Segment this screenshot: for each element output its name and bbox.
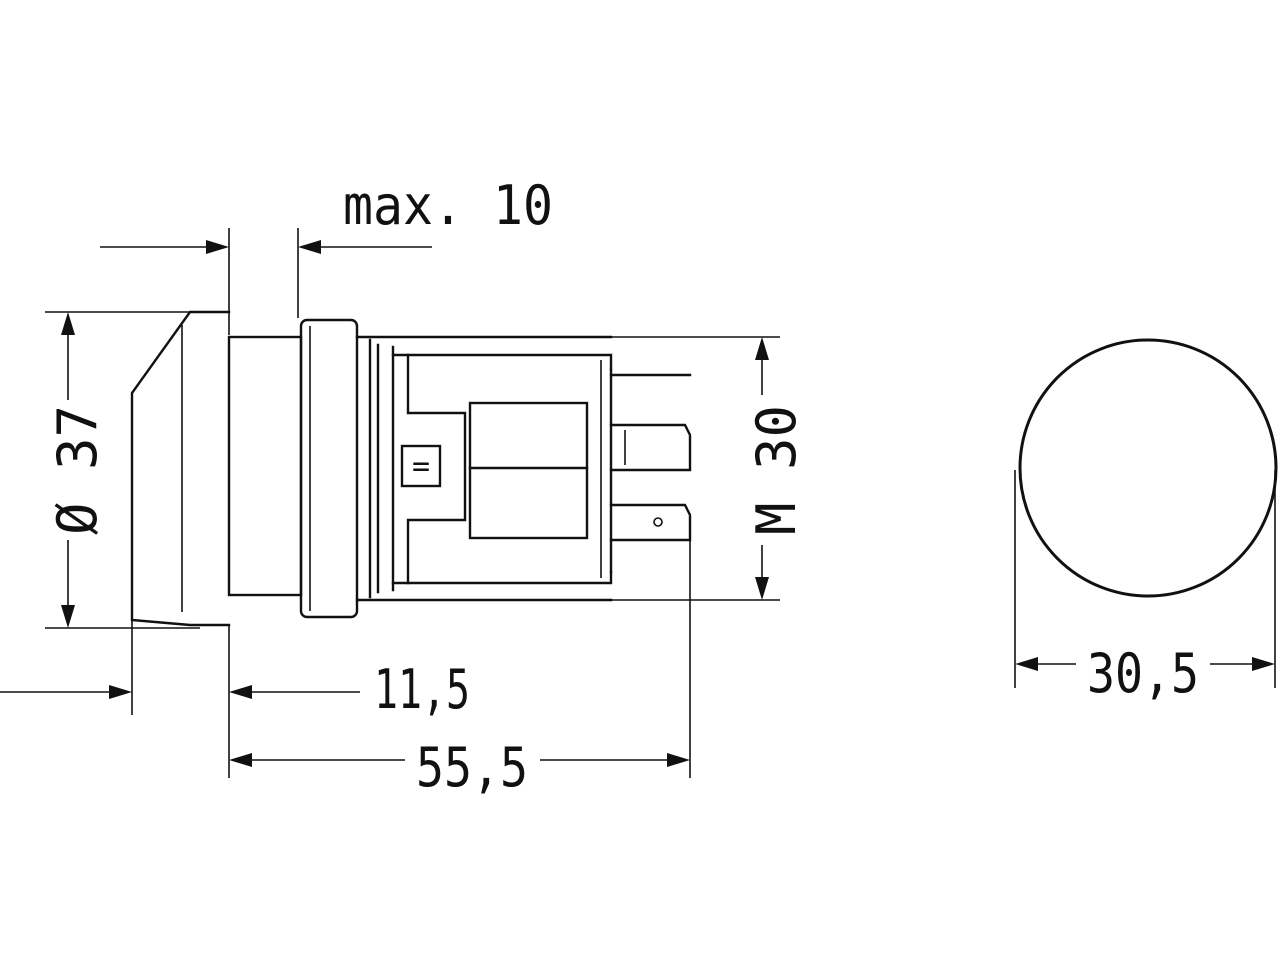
arrow-head	[1252, 657, 1275, 671]
terminal-upper	[609, 423, 692, 472]
housing-bottom-step	[391, 570, 613, 585]
knob-cap	[130, 310, 231, 627]
arrow-head	[206, 240, 229, 254]
arrow-head	[229, 753, 252, 767]
arrow-head	[1015, 657, 1038, 671]
arrow-head	[61, 605, 75, 628]
arrow-head	[229, 685, 252, 699]
marking-box	[400, 444, 442, 488]
dim-label-cutout: 30,5	[1087, 642, 1199, 705]
terminal-hole	[653, 517, 663, 527]
panel-cutout-circle	[1018, 338, 1278, 598]
dim-diameter: Ø 37	[45, 311, 230, 629]
arrow-head	[755, 337, 769, 360]
dim-label-diameter: Ø 37	[46, 405, 109, 535]
internal-partition	[406, 353, 467, 585]
dim-label-max-depth: max. 10	[343, 174, 553, 237]
switch-module	[468, 401, 589, 540]
side-view: =	[130, 310, 692, 627]
collar	[227, 335, 303, 597]
dim-thread: M 30	[357, 336, 810, 601]
terminal-lower	[609, 503, 692, 542]
dim-label-length: 55,5	[416, 736, 528, 799]
dim-label-offset: 11,5	[374, 658, 470, 721]
dim-length: 55,5	[229, 540, 691, 799]
panel-cutout-view: 30,5	[1014, 338, 1278, 705]
dim-label-thread: M 30	[745, 405, 808, 535]
housing-top-step	[391, 353, 613, 372]
arrow-head	[755, 577, 769, 600]
arrow-head	[667, 753, 690, 767]
marking-glyph: =	[412, 449, 430, 484]
arrow-head	[61, 312, 75, 335]
panel-nut	[299, 318, 359, 619]
dim-offset: 11,5	[0, 620, 470, 778]
dim-max-depth: max. 10	[100, 174, 553, 335]
arrow-head	[109, 685, 132, 699]
arrow-head	[298, 240, 321, 254]
